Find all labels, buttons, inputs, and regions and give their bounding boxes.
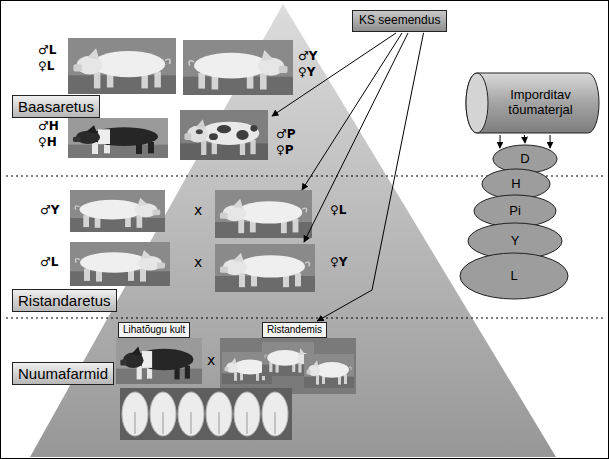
cross-sign: x xyxy=(194,254,202,270)
crossbred-sows-photo xyxy=(220,338,356,394)
sex-breed-label: ♀H xyxy=(38,136,57,150)
ellipse-shape xyxy=(482,169,550,199)
cross-sign: x xyxy=(194,202,202,218)
pig-photo xyxy=(180,110,268,160)
pig-photo xyxy=(70,190,165,232)
boar-photo xyxy=(116,338,202,384)
node-text: Y xyxy=(511,234,520,249)
ellipse-shape xyxy=(493,145,557,173)
arrow-connector xyxy=(524,135,526,143)
pig-photo xyxy=(183,40,293,95)
arrow-connector xyxy=(317,33,423,321)
node-text: L xyxy=(510,269,517,284)
arrow-connector xyxy=(550,135,551,148)
pig-photo xyxy=(215,190,312,238)
level-divider xyxy=(6,317,603,318)
sex-breed-label: ♀Y xyxy=(298,66,315,80)
photo-caption-box: Lihatõugu kult xyxy=(118,322,190,338)
level-box: Nuumafarmid xyxy=(12,362,114,385)
node-text: Ristandemis xyxy=(267,324,322,336)
level-box: Ristandaretus xyxy=(12,289,117,312)
cylinder-body xyxy=(466,73,599,133)
pig-photo xyxy=(215,244,315,292)
cylinder-face xyxy=(466,73,488,133)
node-text: H xyxy=(511,177,520,192)
fattening-pigs-photo xyxy=(120,388,292,440)
cross-sign: x xyxy=(207,352,215,368)
photo-caption-box: Ristandemis xyxy=(262,322,327,338)
pig-photo xyxy=(70,242,170,286)
sex-breed-label: ♀L xyxy=(330,204,346,218)
node-text: Pi xyxy=(509,204,521,219)
sex-breed-label: ♂Y xyxy=(40,204,59,218)
ellipse-shape xyxy=(460,253,568,299)
sex-breed-label: ♂P xyxy=(276,128,296,142)
breed-ellipse: L xyxy=(459,252,569,300)
method-box: KS seemendus xyxy=(352,10,447,32)
sex-breed-label: ♂L xyxy=(40,256,58,270)
node-text: KS seemendus xyxy=(359,14,440,28)
node-text: D xyxy=(520,152,529,167)
node-text: Baasaretus xyxy=(18,98,94,115)
sex-breed-label: ♂H xyxy=(38,120,59,134)
pig-photo xyxy=(68,118,168,158)
sex-breed-label: ♀Y xyxy=(330,256,347,270)
node-text: Imporditav tõumaterjal xyxy=(489,88,592,118)
sex-breed-label: ♀L xyxy=(38,60,54,74)
level-box: Baasaretus xyxy=(12,95,100,118)
node-text: Lihatõugu kult xyxy=(123,324,185,336)
arrow-connector xyxy=(499,135,500,148)
ellipse-shape xyxy=(474,195,556,227)
pig-photo xyxy=(68,38,176,94)
node-text: Nuumafarmid xyxy=(18,365,108,382)
sex-breed-label: ♂Y xyxy=(298,50,317,64)
sex-breed-label: ♂L xyxy=(38,44,56,58)
sex-breed-label: ♀P xyxy=(276,144,294,158)
source-cylinder: Imporditav tõumaterjal xyxy=(465,72,600,134)
node-text: Ristandaretus xyxy=(18,292,111,309)
